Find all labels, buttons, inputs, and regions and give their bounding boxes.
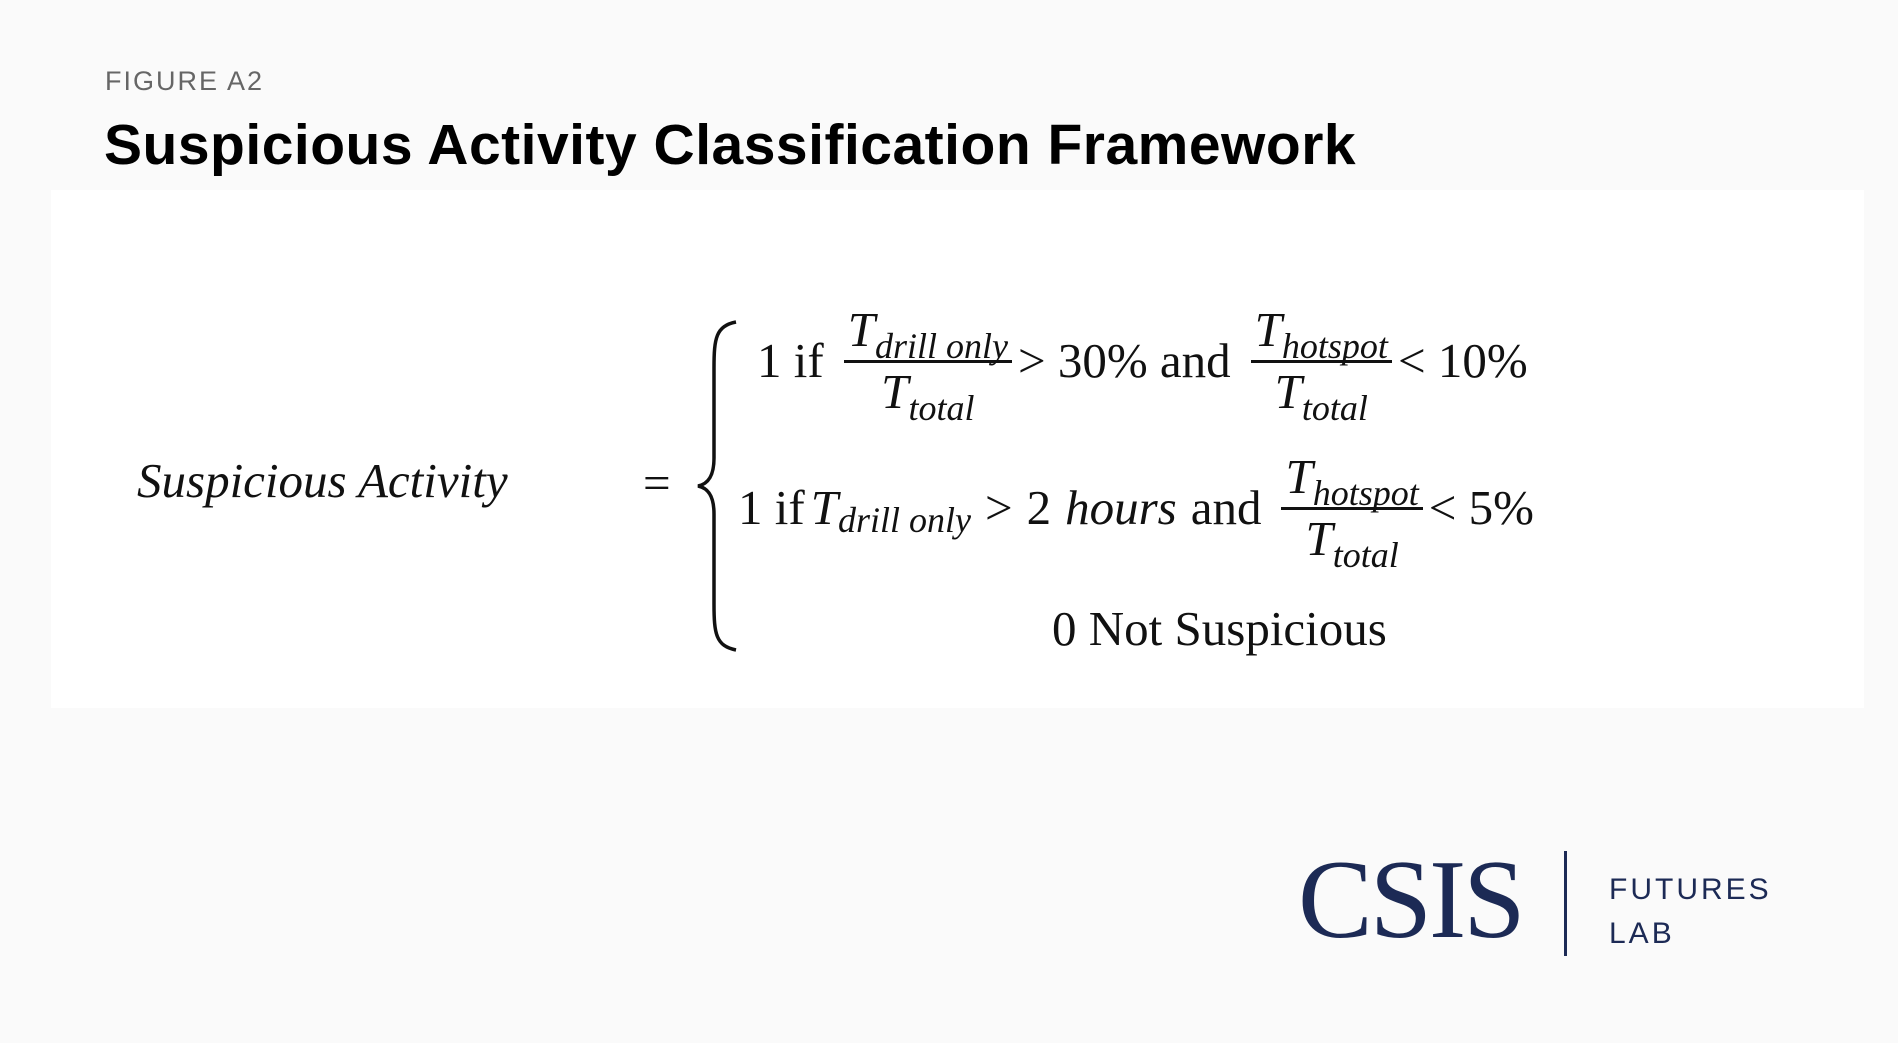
- case-row-3: 0 Not Suspicious: [1052, 601, 1387, 656]
- case-row-1: 1 if Tdrill only Ttotal > 30% and Thotsp…: [757, 302, 1528, 426]
- subscript: total: [1332, 535, 1399, 575]
- T: T: [810, 480, 838, 535]
- T: T: [1274, 364, 1302, 419]
- T: T: [1305, 511, 1333, 566]
- row2-prefix: 1 if: [738, 480, 805, 535]
- subscript: drill only: [874, 326, 1008, 366]
- row1-prefix: 1 if: [757, 333, 824, 388]
- subscript: total: [908, 388, 975, 428]
- left-brace-icon: [697, 320, 737, 652]
- equation-lhs: Suspicious Activity: [137, 453, 508, 508]
- subscript: total: [1301, 388, 1368, 428]
- logo-divider: [1564, 851, 1567, 956]
- row2-and: and: [1190, 480, 1262, 535]
- T: T: [1254, 302, 1282, 357]
- logo-line-1: FUTURES: [1609, 873, 1772, 906]
- futures-lab-logo: FUTURES LAB: [1609, 868, 1772, 956]
- page-title: Suspicious Activity Classification Frame…: [104, 113, 1357, 177]
- row2-num: 2: [1026, 480, 1052, 535]
- subscript: drill only: [837, 499, 971, 540]
- row2-op: >: [984, 480, 1013, 535]
- fraction-drill-over-total: Tdrill only Ttotal: [843, 302, 1012, 426]
- logo-line-2: LAB: [1609, 917, 1675, 950]
- row1-mid: > 30% and: [1017, 333, 1231, 388]
- equals-sign: =: [643, 455, 671, 510]
- figure-label: FIGURE A2: [105, 66, 265, 96]
- row2-suffix: < 5%: [1428, 480, 1534, 535]
- subscript: hotspot: [1312, 473, 1419, 513]
- fraction-hotspot-over-total: Thotspot Ttotal: [1281, 449, 1423, 573]
- equation-panel: [51, 190, 1864, 708]
- row1-suffix: < 10%: [1397, 333, 1528, 388]
- T: T: [1285, 449, 1313, 504]
- fraction-hotspot-over-total: Thotspot Ttotal: [1250, 302, 1392, 426]
- csis-logo: CSIS: [1298, 838, 1526, 962]
- row2-var: hours: [1065, 480, 1177, 535]
- T: T: [881, 364, 909, 419]
- subscript: hotspot: [1281, 326, 1388, 366]
- T: T: [847, 302, 875, 357]
